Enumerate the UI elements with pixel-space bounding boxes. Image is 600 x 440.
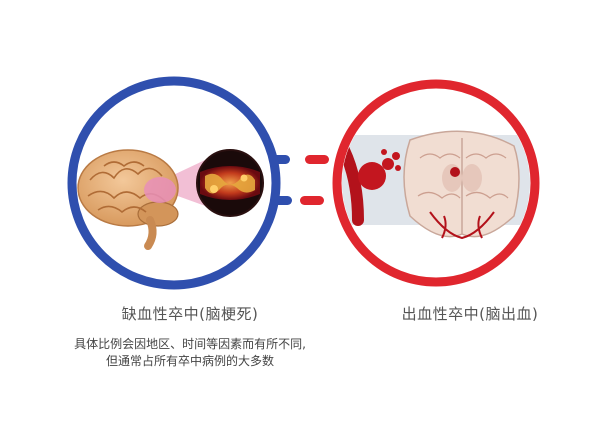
ischemic-description: 具体比例会因地区、时间等因素而有所不同, 但通常占所有卒中病例的大多数 xyxy=(40,336,340,370)
hemorrhagic-title: 出血性卒中(脑出血) xyxy=(401,305,539,323)
ischemic-title: 缺血性卒中(脑梗死) xyxy=(121,305,259,323)
ischemic-stroke-panel xyxy=(67,76,281,290)
brain-cross-section-icon xyxy=(403,130,520,240)
hemorrhagic-stroke-panel xyxy=(332,79,540,287)
hemorrhagic-caption: 出血性卒中(脑出血) xyxy=(330,303,600,324)
blocked-vessel-icon xyxy=(196,149,264,217)
ischemic-description-line-1: 具体比例会因地区、时间等因素而有所不同, xyxy=(74,337,306,351)
ischemic-caption: 缺血性卒中(脑梗死) 具体比例会因地区、时间等因素而有所不同, 但通常占所有卒中… xyxy=(40,303,340,370)
brain-icon xyxy=(77,149,179,250)
ischemic-description-line-2: 但通常占所有卒中病例的大多数 xyxy=(105,354,274,368)
bleeding-vessel-icon xyxy=(342,144,401,226)
